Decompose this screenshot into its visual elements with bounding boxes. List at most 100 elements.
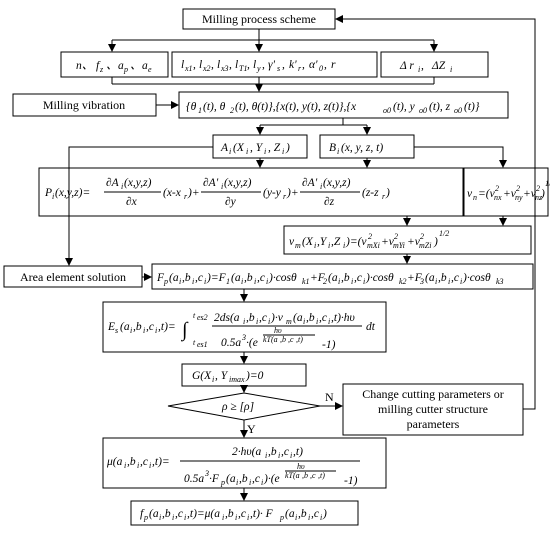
es22: dt <box>366 321 376 333</box>
mu7: ,c <box>281 446 289 458</box>
svg-text:∂A: ∂A <box>106 177 120 189</box>
g2: , Y <box>215 370 229 382</box>
es13: ,t)·hυ <box>331 312 355 324</box>
fp4: ,c <box>195 272 203 284</box>
svg-text:r: r <box>298 64 302 73</box>
subscript: 2 <box>394 232 398 241</box>
svg-text:i: i <box>418 65 420 74</box>
ff3: ,b <box>162 508 171 520</box>
vm-g: ) <box>433 236 438 248</box>
svg-text:(X: (X <box>233 142 245 154</box>
subscript: i <box>243 317 245 326</box>
subscript: i <box>435 277 437 286</box>
vn-v: v <box>467 188 473 200</box>
fp17: ,b <box>438 272 447 284</box>
subscript: i <box>235 513 237 522</box>
svg-text:l: l <box>235 59 238 71</box>
subscript: i <box>254 277 256 286</box>
mu12: ,b <box>239 473 248 485</box>
svg-text:k': k' <box>289 59 297 71</box>
subscript: 3 <box>241 333 246 342</box>
ff7: ,c <box>238 508 246 520</box>
mu19: ,t) <box>318 471 325 480</box>
subscript: s <box>115 326 118 335</box>
svg-text:i: i <box>121 182 123 191</box>
svg-text:r: r <box>283 192 287 201</box>
ff8: ,t)· F <box>250 508 274 520</box>
svg-text:P: P <box>44 187 52 199</box>
mu1: μ(a <box>106 456 123 468</box>
edge-a-area <box>65 146 213 266</box>
svg-text:,: , <box>421 60 424 72</box>
label-yes: Y <box>247 422 256 436</box>
subscript: i <box>179 277 181 286</box>
subscript: i <box>256 317 258 326</box>
subscript: p <box>220 478 225 487</box>
subscript: i <box>159 513 161 522</box>
vn-eq: =(v <box>478 188 496 200</box>
subscript: k3 <box>496 277 504 286</box>
ff2: (a <box>149 508 159 520</box>
vn-plus2: +v <box>523 188 537 200</box>
subscript: i <box>308 513 310 522</box>
node-scheme-text: Milling process scheme <box>202 12 316 26</box>
svg-text:z: z <box>99 65 104 74</box>
node-params2 <box>171 51 378 78</box>
fp11: (a <box>328 272 338 284</box>
mu10: ·F <box>209 473 220 485</box>
svg-text:,: , <box>282 59 285 71</box>
subscript: i <box>192 277 194 286</box>
es14: 0.5a <box>221 337 241 349</box>
vm-c: ,Z <box>331 236 341 248</box>
mu4: ,t)= <box>152 456 170 468</box>
subscript: i <box>338 277 340 286</box>
svg-text:): ) <box>285 142 290 154</box>
subscript: mZi <box>419 241 431 250</box>
node-es <box>102 301 387 353</box>
es5: ,t)= <box>158 321 176 333</box>
subscript: m <box>286 317 292 326</box>
mu2: ,b <box>127 456 136 468</box>
ff4: ,c <box>175 508 183 520</box>
subscript: i <box>316 317 318 326</box>
subscript: i <box>143 326 145 335</box>
subscript: 2 <box>536 184 540 193</box>
svg-text:,: , <box>193 59 196 71</box>
svg-text:e: e <box>148 65 152 74</box>
subscript: i <box>247 513 249 522</box>
fp16: (a <box>425 272 435 284</box>
ff12: ) <box>322 508 327 520</box>
subscript: i <box>265 451 267 460</box>
subscript: 3 <box>204 469 209 478</box>
es7: ,b <box>246 312 255 324</box>
node-area-text: Area element solution <box>20 270 126 284</box>
svg-text:(y-y: (y-y <box>263 187 282 199</box>
subscript: 2 <box>323 277 327 286</box>
svg-text:): ) <box>385 187 390 199</box>
es1: E <box>107 321 115 333</box>
subscript: i <box>241 277 243 286</box>
svg-text:i: i <box>246 147 248 156</box>
mu13: ,c <box>252 473 260 485</box>
svg-text:(t), θ(t)},{x(t), y(t), z(t)},: (t), θ(t)},{x(t), y(t), z(t)},{x <box>235 101 357 113</box>
subscript: i <box>278 451 280 460</box>
subscript: i <box>295 513 297 522</box>
svg-text:(t), y: (t), y <box>393 101 416 113</box>
es20: ,t) <box>296 335 303 344</box>
subscript: i <box>236 478 238 487</box>
svg-text:o0: o0 <box>419 106 427 115</box>
svg-text:f: f <box>96 60 101 72</box>
ff1: f <box>140 508 145 520</box>
node-vm <box>283 225 532 255</box>
subscript: p <box>143 513 148 522</box>
svg-text:0: 0 <box>319 64 323 73</box>
svg-text:r: r <box>382 192 386 201</box>
es12: ,c <box>319 312 327 324</box>
es15: ·(e <box>246 337 258 349</box>
mu20: -1) <box>344 475 358 487</box>
